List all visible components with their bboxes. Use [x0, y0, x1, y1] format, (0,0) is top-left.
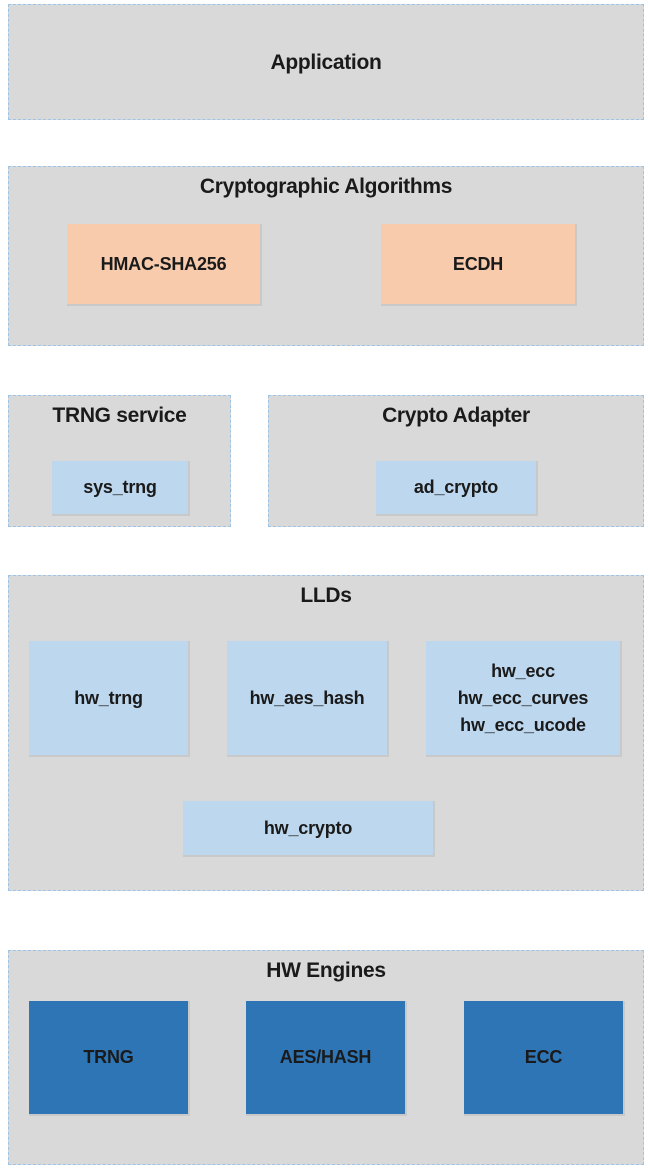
hw-ecc-box: hw_ecc hw_ecc_curves hw_ecc_ucode — [426, 641, 622, 757]
hw-trng-box: hw_trng — [29, 641, 190, 757]
crypto-adapter-title: Crypto Adapter — [382, 404, 530, 427]
hw-ecc-curves-label: hw_ecc_curves — [457, 687, 589, 708]
llds-title: LLDs — [300, 584, 352, 607]
application-title: Application — [270, 51, 382, 74]
ad-crypto-box: ad_crypto — [376, 461, 538, 516]
trng-engine-box: TRNG — [29, 1001, 190, 1116]
cryptographic-algorithms-layer: Cryptographic Algorithms HMAC-SHA256 ECD… — [8, 166, 644, 346]
application-layer: Application — [8, 4, 644, 120]
aes-hash-engine-box: AES/HASH — [246, 1001, 407, 1116]
hw-aes-hash-box: hw_aes_hash — [227, 641, 389, 757]
ecc-engine-box: ECC — [464, 1001, 625, 1116]
sys-trng-box: sys_trng — [52, 461, 190, 516]
hw-engines-layer: HW Engines TRNG AES/HASH ECC — [8, 950, 644, 1165]
trng-service-layer: TRNG service sys_trng — [8, 395, 231, 527]
ecdh-box: ECDH — [381, 224, 577, 306]
cryptographic-algorithms-title: Cryptographic Algorithms — [199, 175, 453, 198]
hmac-sha256-box: HMAC-SHA256 — [67, 224, 262, 306]
hw-crypto-box: hw_crypto — [183, 801, 435, 857]
hw-ecc-label: hw_ecc — [491, 660, 555, 681]
llds-layer: LLDs hw_trng hw_aes_hash hw_ecc hw_ecc_c… — [8, 575, 644, 891]
hw-ecc-ucode-label: hw_ecc_ucode — [460, 714, 586, 735]
trng-service-title: TRNG service — [52, 404, 187, 427]
crypto-adapter-layer: Crypto Adapter ad_crypto — [268, 395, 644, 527]
hw-engines-title: HW Engines — [266, 959, 386, 982]
